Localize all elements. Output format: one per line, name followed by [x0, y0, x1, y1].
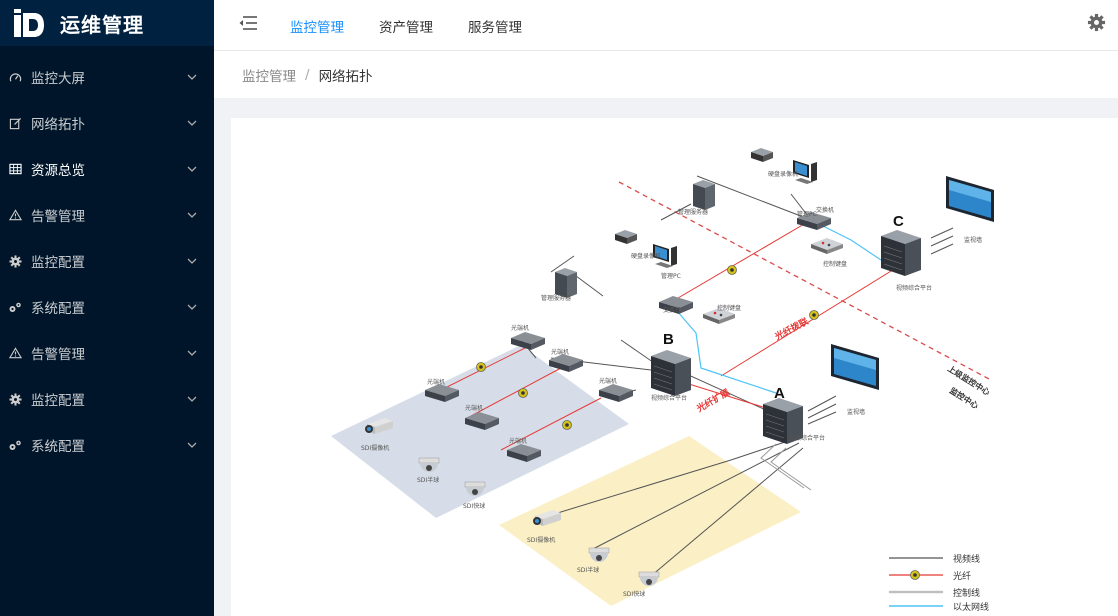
sidebar-item-monitor-config[interactable]: 监控配置: [0, 238, 214, 284]
warning-icon: [8, 208, 22, 222]
svg-text:光端机: 光端机: [551, 348, 569, 356]
sidebar: 运维管理 监控大屏 网络拓扑 资源总览: [0, 0, 214, 616]
fiber-label-1: 光纤拨联: [772, 315, 811, 343]
legend-video: 视频线: [953, 553, 980, 565]
topology-card: C B A: [231, 118, 1118, 616]
legend-fiber: 光纤: [953, 570, 971, 582]
camera-zone-a: [499, 436, 801, 606]
sidebar-item-alerts[interactable]: 告警管理: [0, 192, 214, 238]
svg-text:SDI半球: SDI半球: [577, 566, 599, 574]
chevron-down-icon: [187, 396, 197, 402]
svg-text:SDI半球: SDI半球: [417, 476, 439, 484]
sidebar-menu: 监控大屏 网络拓扑 资源总览 告警管理: [0, 54, 214, 468]
zone-separator-line: [618, 181, 992, 381]
dashboard-icon: [8, 70, 22, 84]
svg-text:硬盘录像机: 硬盘录像机: [631, 252, 661, 260]
svg-text:控制键盘: 控制键盘: [717, 304, 741, 312]
gears-icon: [8, 438, 22, 452]
edit-icon: [8, 116, 22, 130]
network-topology-diagram[interactable]: C B A: [231, 118, 1118, 616]
site-label-b: B: [663, 331, 674, 348]
svg-text:硬盘录像机: 硬盘录像机: [768, 170, 798, 178]
sidebar-item-dashboard[interactable]: 监控大屏: [0, 54, 214, 100]
sidebar-item-label: 监控大屏: [31, 71, 85, 87]
svg-text:管理服务器: 管理服务器: [678, 208, 708, 216]
sidebar-item-system-config[interactable]: 系统配置: [0, 284, 214, 330]
sidebar-item-label: 资源总览: [31, 163, 85, 179]
breadcrumb-parent[interactable]: 监控管理: [242, 68, 296, 85]
sidebar-item-label: 网络拓扑: [31, 117, 85, 133]
app-title: 运维管理: [60, 12, 144, 37]
sidebar-item-topology[interactable]: 网络拓扑: [0, 100, 214, 146]
sidebar-item-label: 监控配置: [31, 393, 85, 409]
svg-text:SDI快球: SDI快球: [623, 590, 645, 598]
table-icon: [8, 162, 22, 176]
sidebar-item-monitor-config-2[interactable]: 监控配置: [0, 376, 214, 422]
brand-logo-icon: [14, 9, 44, 37]
sidebar-item-system-config-2[interactable]: 系统配置: [0, 422, 214, 468]
svg-text:光端机: 光端机: [599, 377, 617, 385]
svg-text:视频综合平台: 视频综合平台: [789, 434, 825, 442]
sidebar-item-label: 告警管理: [31, 209, 85, 225]
chevron-down-icon: [187, 442, 197, 448]
chevron-down-icon: [187, 120, 197, 126]
svg-text:SDI摄像机: SDI摄像机: [361, 444, 389, 452]
breadcrumb-separator: /: [305, 66, 310, 83]
svg-text:管理服务器: 管理服务器: [541, 294, 571, 302]
breadcrumb: 监控管理 / 网络拓扑: [214, 51, 1118, 98]
diagram-legend: 视频线 光纤 控制线 以太网线: [889, 553, 989, 613]
chevron-down-icon: [187, 166, 197, 172]
sidebar-item-label: 监控配置: [31, 255, 85, 271]
svg-text:管理PC: 管理PC: [661, 272, 681, 280]
fiber-label-2: 光纤扩展: [694, 386, 732, 415]
svg-text:控制键盘: 控制键盘: [823, 260, 847, 268]
gears-icon: [8, 300, 22, 314]
top-nav: 监控管理 资产管理 服务管理: [290, 0, 557, 51]
menu-fold-icon[interactable]: [238, 15, 258, 31]
svg-text:SDI快球: SDI快球: [463, 502, 485, 510]
site-label-c: C: [893, 213, 904, 230]
svg-text:光端机: 光端机: [511, 324, 529, 332]
control-lines: [760, 443, 812, 491]
site-label-a: A: [774, 385, 785, 402]
camera-zone-b: [331, 345, 629, 518]
sidebar-item-label: 系统配置: [31, 439, 85, 455]
svg-text:视频综合平台: 视频综合平台: [896, 284, 932, 292]
sidebar-item-alerts-2[interactable]: 告警管理: [0, 330, 214, 376]
device-captions: 硬盘录像机 管理PC 管理服务器 交换机 控制键盘 视频综合平台 监视墙 硬盘录…: [361, 170, 982, 598]
chevron-down-icon: [187, 258, 197, 264]
chevron-down-icon: [187, 350, 197, 356]
svg-text:光端机: 光端机: [427, 378, 445, 386]
chevron-down-icon: [187, 304, 197, 310]
svg-text:SDI摄像机: SDI摄像机: [527, 536, 555, 544]
chevron-down-icon: [187, 74, 197, 80]
top-header: 监控管理 资产管理 服务管理: [214, 0, 1118, 51]
warning-icon: [8, 346, 22, 360]
svg-text:光端机: 光端机: [465, 404, 483, 412]
nav-services[interactable]: 服务管理: [468, 19, 522, 36]
sidebar-item-label: 告警管理: [31, 347, 85, 363]
sidebar-item-resources[interactable]: 资源总览: [0, 146, 214, 192]
settings-gear-icon[interactable]: [1087, 13, 1106, 32]
chevron-down-icon: [187, 212, 197, 218]
legend-control: 控制线: [953, 587, 980, 599]
gear-icon: [8, 392, 22, 406]
svg-text:监视墙: 监视墙: [964, 236, 982, 244]
legend-ethernet: 以太网线: [953, 601, 989, 613]
gear-icon: [8, 254, 22, 268]
logo-area[interactable]: 运维管理: [0, 0, 214, 46]
svg-text:监视墙: 监视墙: [847, 408, 865, 416]
svg-text:交换机: 交换机: [816, 206, 834, 214]
svg-text:交换机: 交换机: [663, 306, 681, 314]
svg-text:光端机: 光端机: [509, 437, 527, 445]
svg-text:视频综合平台: 视频综合平台: [651, 394, 687, 402]
sidebar-item-label: 系统配置: [31, 301, 85, 317]
nav-monitoring[interactable]: 监控管理: [290, 19, 344, 36]
svg-text:管理PC: 管理PC: [797, 210, 817, 218]
nav-assets[interactable]: 资产管理: [379, 19, 433, 36]
breadcrumb-current: 网络拓扑: [318, 68, 373, 85]
